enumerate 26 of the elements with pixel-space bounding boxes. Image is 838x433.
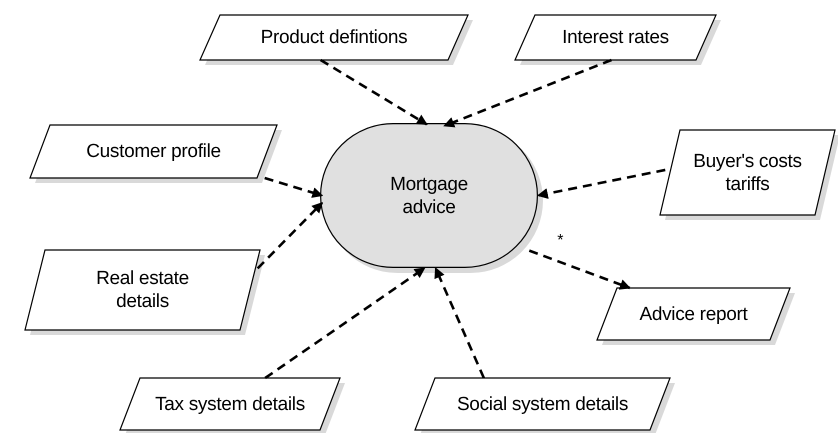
dashed-arrow <box>264 176 324 198</box>
node-label: Interest rates <box>561 26 670 50</box>
node-label: Mortgage advice <box>389 172 469 220</box>
dashed-arrow <box>256 202 324 270</box>
data-parallelogram <box>120 378 345 433</box>
dashed-arrow <box>536 168 666 199</box>
data-parallelogram <box>597 288 795 345</box>
node-label: Product defintions <box>260 26 408 50</box>
data-parallelogram <box>415 378 675 433</box>
dashed-arrow <box>320 58 428 126</box>
node-label: Tax system details <box>154 392 306 416</box>
dashed-arrow <box>434 267 486 379</box>
data-parallelogram <box>200 15 473 65</box>
data-parallelogram <box>25 250 265 335</box>
dashed-arrow <box>443 58 612 128</box>
node-label: Social system details <box>456 392 630 416</box>
node-label: Advice report <box>638 302 749 326</box>
process-oval <box>320 123 543 273</box>
data-parallelogram <box>660 130 838 220</box>
data-parallelogram <box>30 125 282 183</box>
node-label: Buyer's costs tariffs <box>692 150 803 196</box>
node-label: Real estate details <box>95 267 190 314</box>
dashed-arrow <box>264 266 426 380</box>
data-parallelogram <box>515 15 721 65</box>
dashed-arrow <box>528 249 631 290</box>
node-label: Customer profile <box>85 140 222 164</box>
